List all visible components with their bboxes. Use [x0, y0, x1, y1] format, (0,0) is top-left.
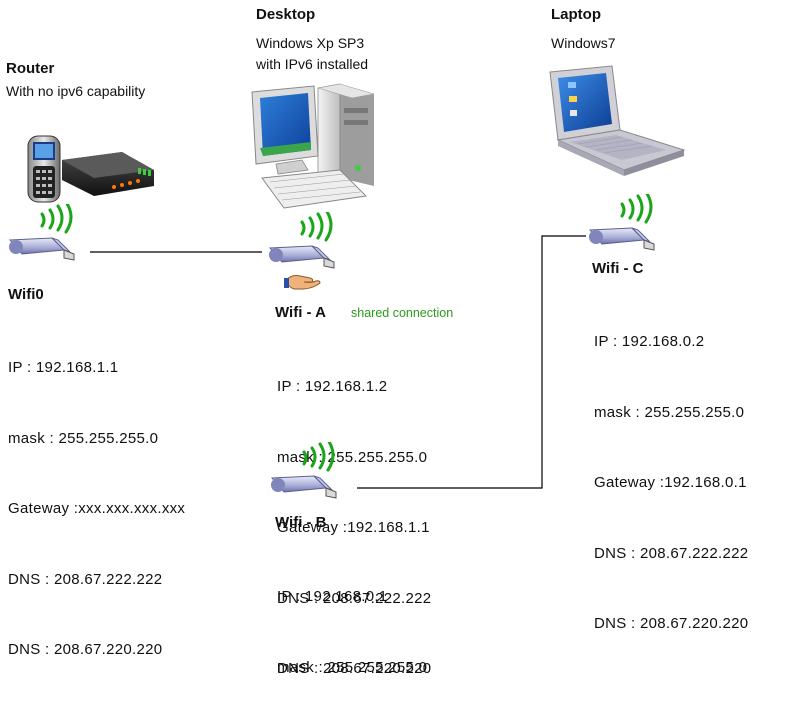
wifi-a-dns-1: DNS : 208.67.222.222	[277, 589, 432, 607]
wifi0-usb-adapter-icon	[8, 204, 75, 261]
wifi0-dns-1: DNS : 208.67.222.222	[8, 570, 163, 588]
wifi-b-label: Wifi - B	[275, 514, 327, 531]
shared-connection-note: shared connection	[351, 306, 454, 320]
wifi-a-ip: IP : 192.168.1.2	[277, 378, 388, 395]
desktop-to-laptop-wire	[357, 235, 586, 489]
wifi-c-gateway: Gateway :192.168.0.1	[594, 474, 747, 491]
router-title: Router	[6, 60, 55, 77]
wifi0-ip: IP : 192.168.1.1	[8, 359, 119, 376]
wifi0-config: IP : 192.168.1.1 mask : 255.255.255.0 Ga…	[8, 309, 185, 685]
desktop-title: Desktop	[256, 6, 316, 23]
wifi-c-mask: mask : 255.255.255.0	[594, 403, 745, 421]
wifi0-label: Wifi0	[8, 286, 44, 303]
wifi-c-ip: IP : 192.168.0.2	[594, 333, 705, 350]
wifi-c-dns-2: DNS : 208.67.220.220	[594, 615, 749, 632]
desktop-subtitle-1: Windows Xp SP3	[256, 35, 365, 51]
wifi0-gateway: Gateway :xxx.xxx.xxx.xxx	[8, 500, 186, 517]
wifi-c-dns-1: DNS : 208.67.222.222	[594, 544, 749, 562]
wifi-a-label: Wifi - A	[275, 304, 326, 321]
desktop-computer-icon	[251, 83, 375, 209]
laptop-title: Laptop	[551, 6, 601, 23]
laptop-subtitle: Windows7	[551, 35, 616, 51]
wifi-c-label: Wifi - C	[592, 260, 644, 277]
wifi-b-config: IP : 192.168.0.1 mask : 255.255.255.0	[277, 538, 427, 703]
shared-hand-icon	[284, 275, 321, 290]
laptop-computer-icon	[549, 65, 686, 176]
wifi-b-ip: IP : 192.168.0.1	[277, 588, 388, 605]
router-subtitle: With no ipv6 capability	[6, 83, 146, 99]
wifi0-dns-2: DNS : 208.67.220.220	[8, 641, 163, 658]
wifi-c-usb-adapter-icon	[588, 194, 655, 251]
wifi-b-usb-adapter-icon	[270, 442, 337, 499]
connection-lines	[90, 235, 586, 489]
router-icon	[27, 135, 154, 203]
desktop-subtitle-2: with IPv6 installed	[256, 56, 369, 72]
wifi-b-mask: mask : 255.255.255.0	[277, 658, 428, 676]
wifi-c-config: IP : 192.168.0.2 mask : 255.255.255.0 Ga…	[594, 283, 748, 659]
wifi-a-gateway: Gateway :192.168.1.1	[277, 519, 430, 536]
wifi-a-usb-adapter-icon	[268, 212, 335, 269]
wifi0-mask: mask : 255.255.255.0	[8, 429, 159, 447]
